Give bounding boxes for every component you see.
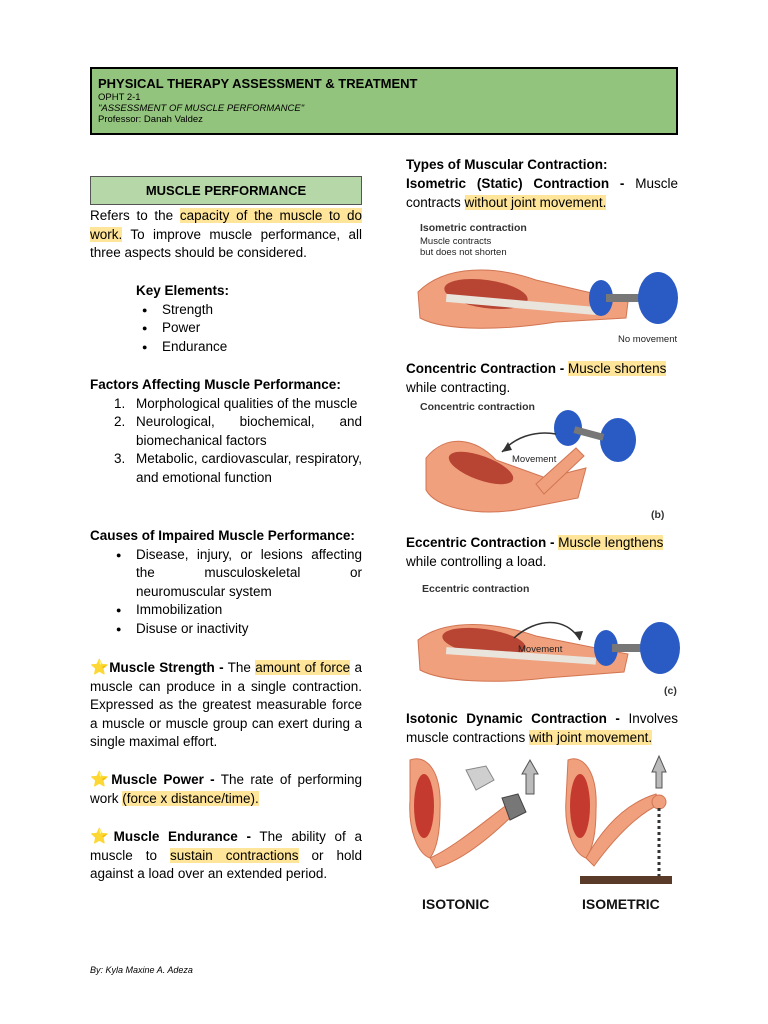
isotonic-paragraph: Isotonic Dynamic Contraction - Involves … — [406, 710, 678, 747]
muscle-power-paragraph: ⭐Muscle Power - The rate of performing w… — [90, 771, 362, 808]
isometric-figure: Isometric contraction Muscle contracts b… — [406, 214, 696, 348]
star-icon: ⭐ — [90, 659, 110, 676]
term: Isometric (Static) Contraction - — [406, 176, 625, 191]
list-item-text: Morphological qualities of the muscle — [136, 395, 358, 411]
star-icon: ⭐ — [90, 771, 112, 788]
text: a muscle can produce in a single contrac… — [90, 660, 362, 750]
muscle-endurance-paragraph: ⭐Muscle Endurance - The ability of a mus… — [90, 828, 362, 884]
intro-text-end: To improve muscle performance, all three… — [90, 226, 362, 261]
list-item: 2.Neurological, biochemical, and biomech… — [114, 414, 362, 448]
text: The ability of a muscle to — [90, 829, 362, 863]
figure-caption: No movement — [618, 334, 677, 345]
professor-name: Professor: Danah Valdez — [98, 114, 203, 125]
figure-tag: (c) — [664, 685, 677, 697]
highlight: amount of force — [255, 660, 351, 675]
list-item: Immobilization — [110, 601, 362, 620]
eccentric-figure: Eccentric contraction Movement (c) — [406, 578, 696, 706]
isotonic-label: ISOTONIC — [422, 896, 489, 912]
text: The — [223, 660, 256, 675]
text: The rate of performing work — [90, 772, 363, 806]
figure-title: Eccentric contraction — [422, 583, 529, 595]
list-item: Disease, injury, or lesions affecting th… — [110, 546, 362, 602]
list-item: Power — [136, 319, 362, 338]
highlight: Muscle lengthens — [558, 535, 664, 550]
term: Muscle Power - — [111, 772, 215, 787]
intro-paragraph: Refers to the capacity of the muscle to … — [90, 207, 363, 263]
intro-text: Refers to the — [90, 208, 180, 223]
term: Muscle Endurance - — [113, 829, 251, 844]
figure-tag: (b) — [651, 509, 664, 521]
causes-heading: Causes of Impaired Muscle Performance: — [90, 528, 355, 543]
text: Muscle contracts — [406, 176, 678, 210]
figure-text: Muscle contracts — [420, 236, 492, 247]
isometric-label: ISOMETRIC — [582, 896, 660, 912]
text: while controlling a load. — [406, 553, 547, 569]
star-icon: ⭐ — [90, 828, 114, 845]
movement-label: Movement — [512, 454, 557, 465]
term: Muscle Strength - — [109, 660, 224, 675]
highlight: with joint movement. — [529, 729, 653, 745]
figure-title: Isometric contraction — [420, 222, 527, 234]
list-item-text: Metabolic, cardiovascular, respiratory, … — [136, 451, 362, 485]
highlight: Muscle shortens — [568, 361, 667, 376]
document-header: PHYSICAL THERAPY ASSESSMENT & TREATMENT … — [90, 67, 678, 135]
text: while contracting. — [406, 379, 511, 395]
isometric-paragraph: Isometric (Static) Contraction - Muscle … — [406, 175, 678, 212]
highlight: without joint movement. — [464, 194, 607, 210]
list-item-text: Neurological, biochemical, and biomechan… — [136, 414, 362, 448]
causes-section: Causes of Impaired Muscle Performance: D… — [90, 527, 362, 639]
list-item: 1.Morphological qualities of the muscle — [114, 395, 358, 411]
highlight: (force x distance/time). — [122, 790, 259, 806]
section-title-box: MUSCLE PERFORMANCE — [90, 176, 362, 205]
course-code: OPHT 2-1 — [98, 92, 141, 103]
term: Concentric Contraction - — [406, 361, 565, 376]
list-item: 3.Metabolic, cardiovascular, respiratory… — [114, 451, 362, 485]
figure-title: Concentric contraction — [420, 401, 535, 413]
figure-text: but does not shorten — [420, 247, 507, 258]
document-title: PHYSICAL THERAPY ASSESSMENT & TREATMENT — [98, 76, 418, 91]
text: Involves muscle contractions — [406, 711, 678, 745]
key-elements-heading: Key Elements: — [136, 283, 230, 298]
eccentric-paragraph: Eccentric Contraction - Muscle lengthens… — [406, 534, 678, 571]
footer-author: By: Kyla Maxine A. Adeza — [90, 965, 193, 975]
factors-heading: Factors Affecting Muscle Performance: — [90, 377, 341, 392]
concentric-paragraph: Concentric Contraction - Muscle shortens… — [406, 360, 678, 397]
key-elements: Key Elements: Strength Power Endurance — [136, 282, 362, 356]
term: Isotonic Dynamic Contraction - — [406, 711, 620, 726]
isotonic-isometric-figure: ISOTONIC ISOMETRIC — [406, 750, 678, 920]
muscle-strength-paragraph: ⭐Muscle Strength - The amount of force a… — [90, 659, 362, 752]
highlight: sustain contractions — [169, 847, 299, 863]
text: or hold against a load over an extended … — [90, 847, 363, 882]
list-item: Strength — [136, 301, 362, 320]
types-heading: Types of Muscular Contraction: — [406, 157, 608, 172]
factors-section: Factors Affecting Muscle Performance: 1.… — [90, 376, 362, 488]
list-item: Disuse or inactivity — [110, 620, 362, 639]
list-item: Endurance — [136, 338, 362, 357]
movement-label: Movement — [518, 644, 563, 655]
term: Eccentric Contraction - — [406, 535, 555, 550]
concentric-figure: Concentric contraction Movement (b) — [406, 398, 678, 528]
document-subtitle: "ASSESSMENT OF MUSCLE PERFORMANCE" — [98, 103, 305, 114]
